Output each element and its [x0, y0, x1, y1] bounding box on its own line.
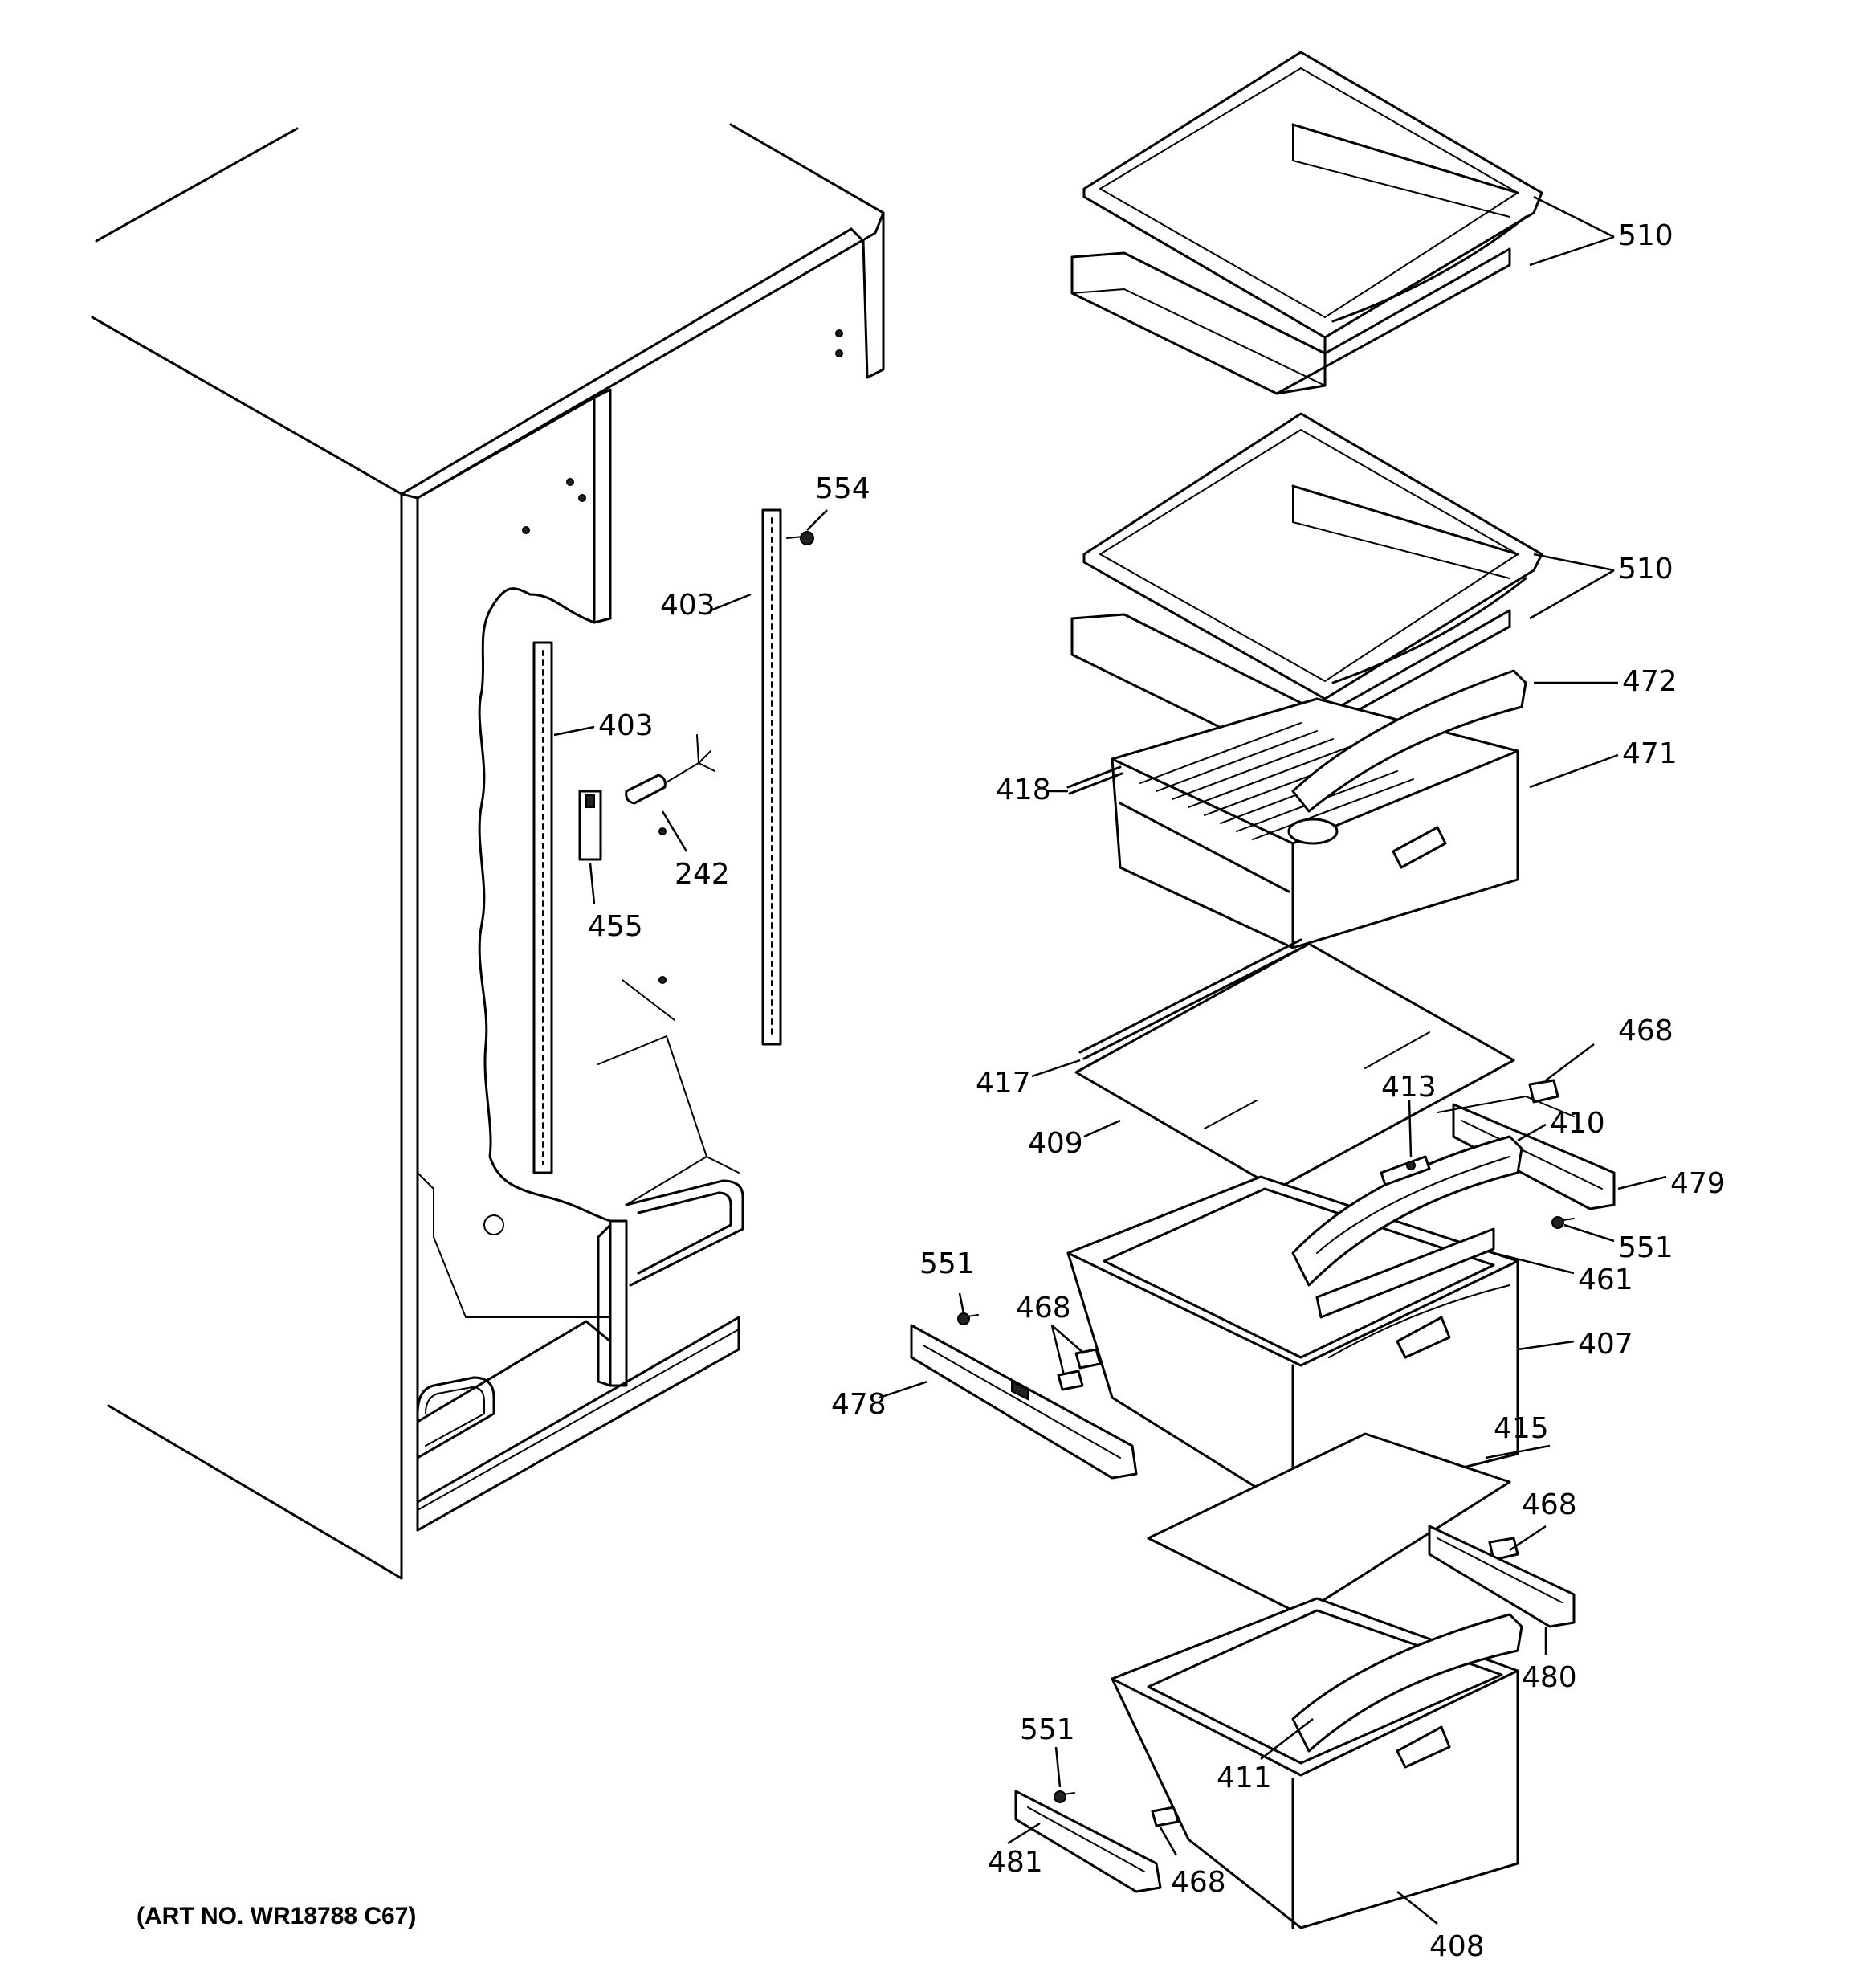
glide-468a — [1528, 1079, 1559, 1104]
label-403-left-rail: 403 — [598, 709, 654, 742]
meat-pan — [1111, 697, 1519, 949]
glide-468b — [1057, 1348, 1102, 1391]
label-468-bottom: 468 — [1171, 1866, 1226, 1899]
leader-lines — [553, 195, 1667, 1925]
deflector-461 — [1315, 1227, 1495, 1319]
label-411: 411 — [1217, 1761, 1272, 1794]
label-480: 480 — [1522, 1661, 1577, 1694]
label-242: 242 — [675, 858, 730, 891]
rod-418 — [1066, 765, 1123, 795]
label-468-lower-right: 468 — [1522, 1488, 1577, 1521]
label-415: 415 — [1494, 1412, 1549, 1445]
slide-rail-left — [910, 1324, 1138, 1480]
label-468-top-right: 468 — [1618, 1014, 1673, 1047]
label-413: 413 — [1381, 1071, 1437, 1104]
sensor — [625, 734, 715, 805]
label-551-left: 551 — [919, 1247, 975, 1280]
crisper-cover-410 — [1291, 1135, 1523, 1287]
pan-cover — [1291, 669, 1527, 813]
label-407: 407 — [1578, 1328, 1633, 1361]
refrigerator-cabinet — [91, 123, 885, 1580]
light-socket — [578, 790, 602, 861]
glide-468c — [1488, 1537, 1519, 1561]
slide-rail-right — [1437, 1096, 1616, 1210]
label-471: 471 — [1622, 737, 1678, 770]
slide-rail-480 — [1428, 1525, 1576, 1628]
label-403-right-rail: 403 — [660, 589, 715, 622]
slide-rail-481 — [1014, 1790, 1162, 1893]
art-number: (ART NO. WR18788 C67) — [137, 1903, 416, 1929]
label-410: 410 — [1550, 1107, 1605, 1140]
drawer-cover-411 — [1291, 1613, 1523, 1753]
label-510-top-shelf: 510 — [1618, 219, 1673, 252]
label-408: 408 — [1429, 1930, 1485, 1963]
label-554: 554 — [815, 472, 870, 505]
screw-551c — [1054, 1790, 1075, 1803]
label-409: 409 — [1028, 1127, 1083, 1160]
label-479: 479 — [1670, 1167, 1726, 1200]
label-417: 417 — [976, 1067, 1031, 1100]
label-472: 472 — [1622, 665, 1678, 698]
glide-468d — [1151, 1806, 1180, 1827]
label-481: 481 — [988, 1846, 1043, 1879]
glass-cover-415 — [1147, 1432, 1511, 1616]
humidity-control-413 — [1380, 1155, 1431, 1186]
label-551-right: 551 — [1618, 1231, 1673, 1264]
screw-551a — [1551, 1216, 1575, 1229]
label-455: 455 — [588, 910, 643, 943]
label-461: 461 — [1578, 1263, 1633, 1296]
label-551-bottom: 551 — [1020, 1713, 1075, 1746]
shelf-ladder-rail-left — [532, 641, 553, 1174]
shelf-ladder-rail-right — [761, 508, 782, 1046]
screw-554 — [786, 531, 814, 545]
crisper-drawer-upper — [1066, 1175, 1519, 1512]
top-shelf — [1070, 51, 1543, 395]
label-478: 478 — [831, 1388, 887, 1421]
label-418: 418 — [996, 774, 1051, 806]
glass-shelf — [1074, 938, 1515, 1190]
label-468-left: 468 — [1016, 1292, 1071, 1325]
screw-551b — [957, 1312, 979, 1325]
label-510-middle-shelf: 510 — [1618, 553, 1673, 586]
